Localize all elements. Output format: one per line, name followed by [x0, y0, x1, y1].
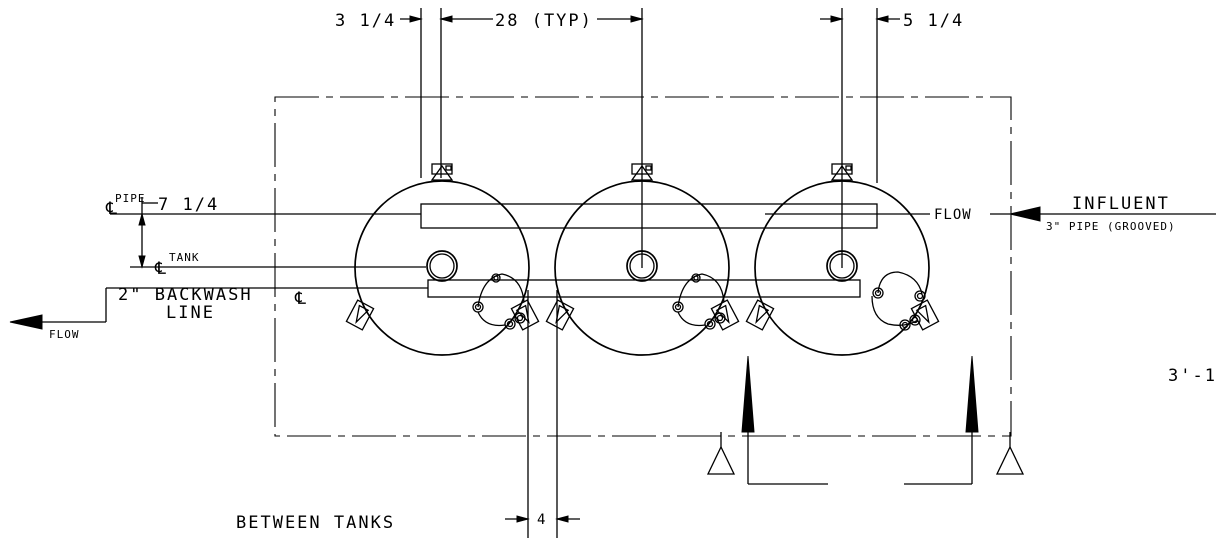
dim-pipe-offset-label: 7 1/4 [158, 195, 219, 215]
top-lugs [430, 163, 854, 181]
inlet-manifold [420, 203, 878, 229]
top-dimension-arrows [400, 15, 900, 23]
control-valves [472, 271, 926, 331]
tank-feet [345, 299, 940, 331]
pipe-superscript: PIPE [115, 192, 146, 205]
backwash-label-line1: 2" BACKWASH [118, 285, 253, 305]
flow-in-label: FLOW [934, 207, 972, 223]
flow-out-label: FLOW [49, 328, 80, 341]
influent-pipe-label: 3" PIPE (GROOVED) [1046, 220, 1176, 233]
center-risers [426, 250, 858, 282]
dim-typ-label: 28 (TYP) [495, 11, 593, 31]
tank-centerline-symbol: ℄ [154, 259, 168, 279]
tank-2 [554, 180, 730, 356]
dim-between-label: 4 [537, 512, 546, 528]
top-extension-lines [420, 8, 878, 268]
centerline-dimension [110, 197, 426, 269]
influent-line [765, 206, 1216, 222]
backwash-centerline-symbol: ℄ [294, 289, 308, 309]
backwash-line [9, 287, 428, 330]
dim-right-label: 5 1/4 [903, 11, 964, 31]
dim-left-label: 3 1/4 [335, 11, 396, 31]
section-markers [706, 355, 1025, 485]
pipe-centerline-symbol: ℄ [105, 199, 119, 219]
tank-1 [354, 180, 530, 356]
tank-superscript: TANK [169, 251, 200, 264]
between-tanks-dimension [505, 290, 580, 538]
backwash-label-line2: LINE [166, 303, 215, 323]
side-dimension-label: 3'-1 [1168, 366, 1216, 386]
backwash-manifold [427, 279, 861, 298]
between-tanks-label: BETWEEN TANKS [236, 513, 395, 533]
influent-label: INFLUENT [1072, 194, 1170, 214]
tank-3 [754, 180, 930, 356]
